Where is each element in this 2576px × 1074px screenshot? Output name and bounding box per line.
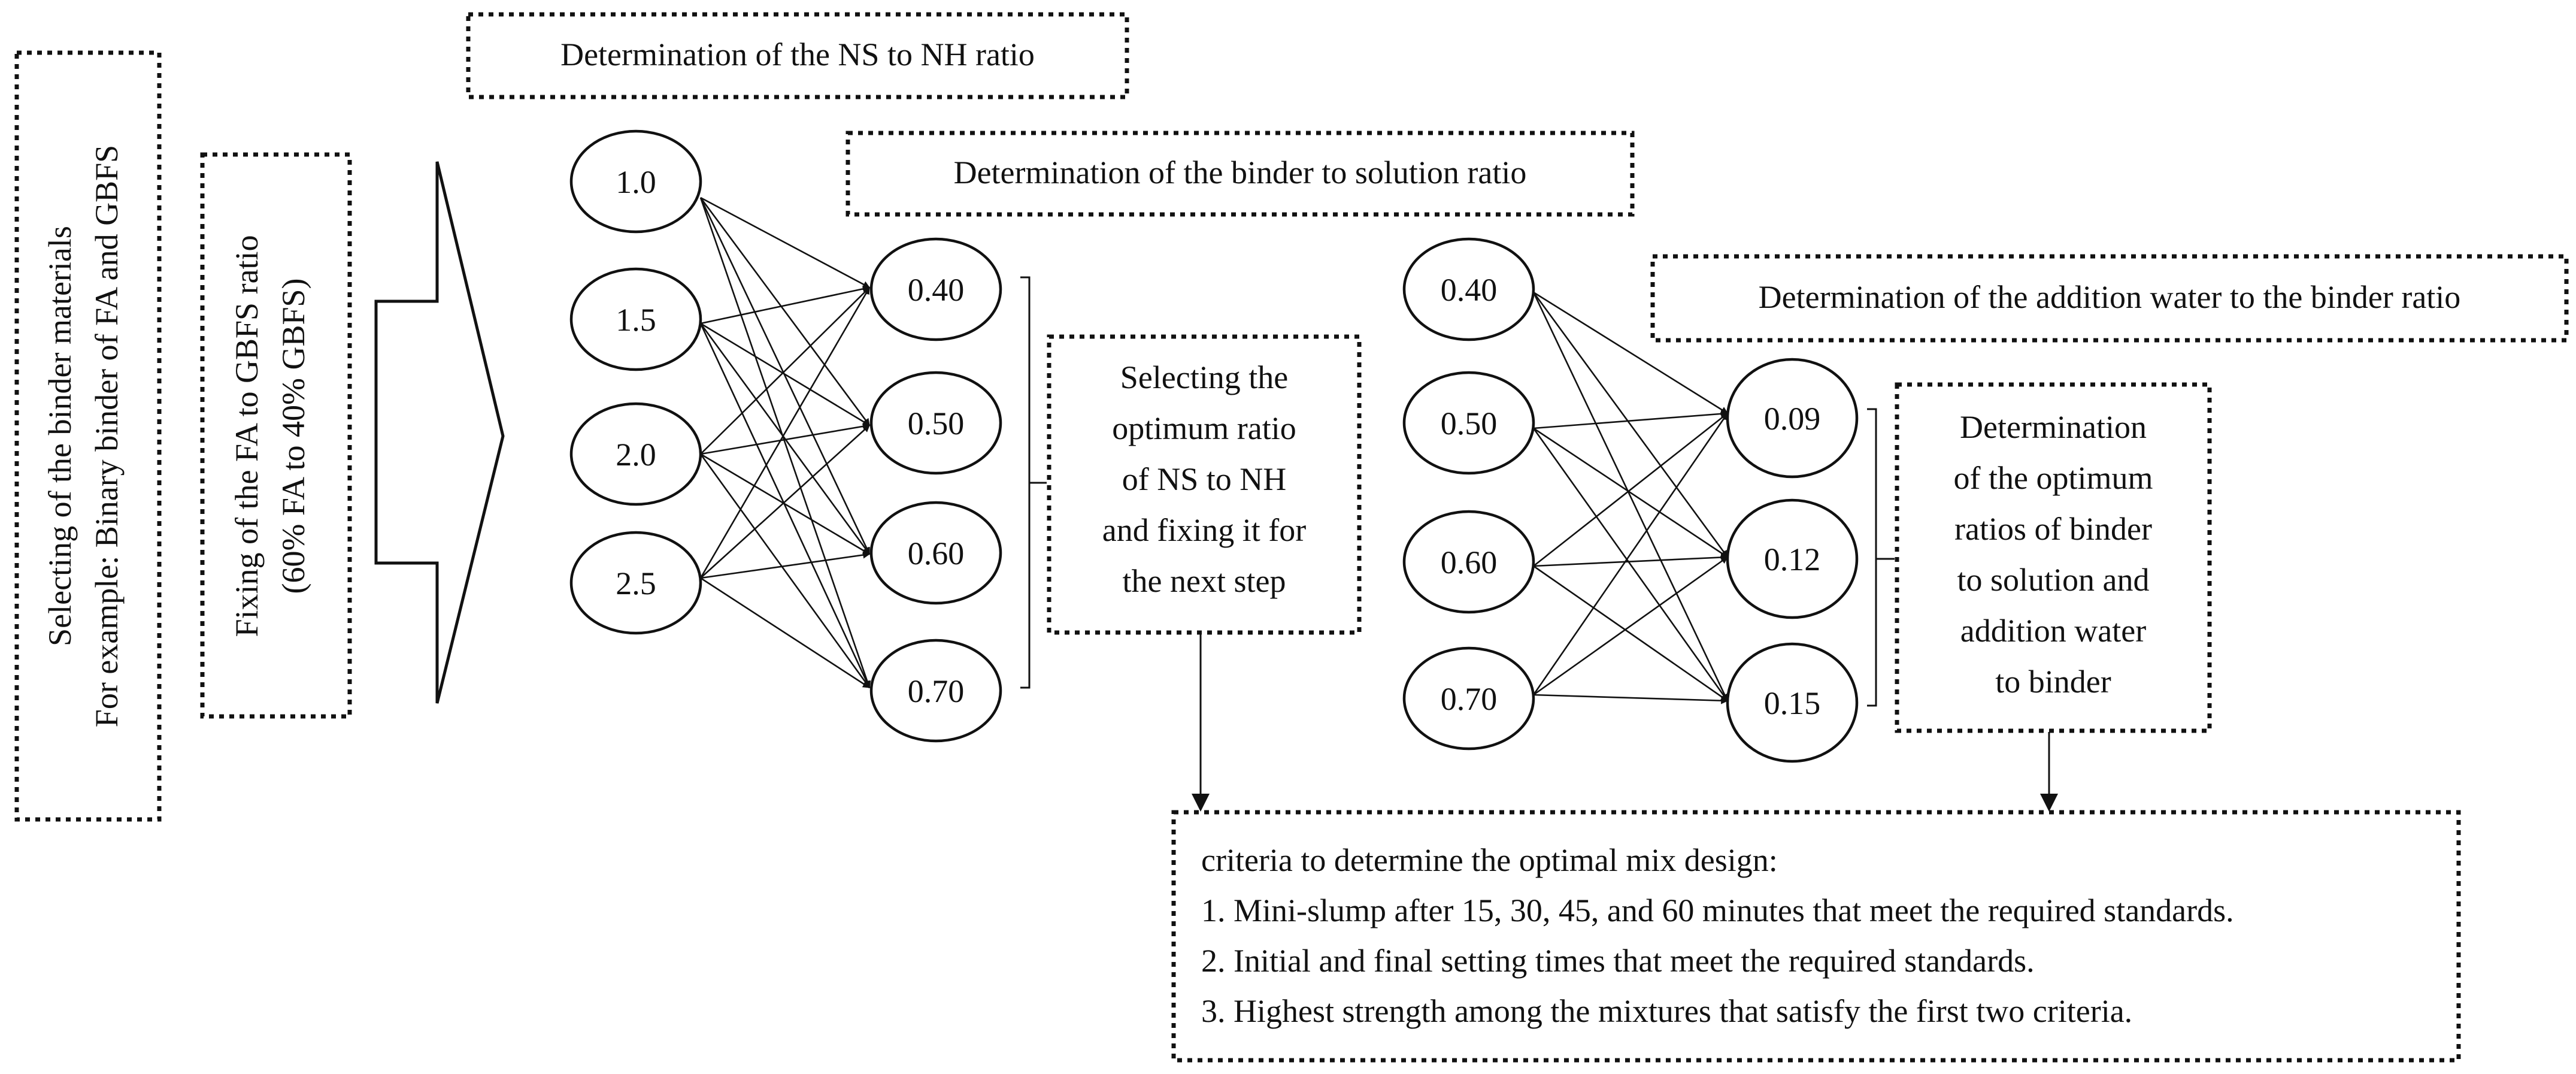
node-label: 0.70 (908, 673, 965, 709)
block-arrow (374, 161, 505, 704)
node-label: 0.60 (1441, 544, 1498, 580)
ns-nh-edge-3-3 (700, 453, 871, 555)
ns-nh-edge-2-4 (699, 323, 871, 689)
criteria-box: criteria to determine the optimal mix de… (1171, 810, 2461, 1063)
fa-gbfs-ratio-line-1: Fixing of the FA to GBFS ratio (229, 235, 265, 637)
binder-solution-b-node-4: 0.70 (1402, 646, 1535, 751)
fa-gbfs-ratio-box: Fixing of the FA to GBFS ratio (60% FA t… (200, 152, 352, 719)
ns-nh-title-box: Determination of the NS to NH ratio (466, 12, 1129, 99)
binder-solution-edge-4-1 (1532, 413, 1729, 695)
node-label: 1.0 (616, 164, 656, 200)
criteria-item-3: 3. Highest strength among the mixtures t… (1201, 993, 2132, 1029)
ns-nh-edge-4-4 (700, 577, 871, 689)
node-label: 0.12 (1764, 541, 1821, 577)
binder-solution-b-node-2: 0.50 (1402, 371, 1535, 475)
ns-nh-edge-2-2 (700, 322, 871, 426)
ns-nh-edge-4-2 (700, 425, 870, 579)
ns-nh-edge-3-4 (699, 453, 871, 688)
binder-solution-edge-1-3 (1532, 292, 1729, 702)
binder-selection-box: Selecting of the binder materials For ex… (14, 50, 162, 822)
determine-optimum-line-6: to binder (1995, 664, 2111, 700)
select-optimum-line-5: the next step (1123, 563, 1286, 599)
node-label: 0.09 (1764, 401, 1821, 437)
determine-optimum-line-2: of the optimum (1954, 460, 2153, 496)
ns-nh-edge-2-3 (699, 323, 871, 555)
bracket-binder-solution-a (1020, 276, 1047, 689)
ns-nh-node-1: 1.0 (569, 129, 702, 234)
ns-nh-edge-1-4 (699, 197, 871, 689)
binder-solution-a-node-1: 0.40 (869, 237, 1002, 341)
ns-nh-edge-4-3 (700, 551, 871, 579)
ns-nh-edge-2-1 (700, 285, 871, 325)
select-optimum-line-3: of NS to NH (1122, 461, 1287, 497)
binder-solution-edge-2-1 (1533, 410, 1729, 429)
select-optimum-line-2: optimum ratio (1112, 410, 1296, 446)
node-label: 1.5 (616, 302, 656, 338)
ns-nh-edge-4-1 (699, 286, 871, 579)
select-optimum-line-4: and fixing it for (1102, 512, 1306, 548)
binder-solution-b-node-3: 0.60 (1402, 510, 1535, 614)
node-label: 0.40 (908, 272, 965, 308)
bracket-water-binder (1867, 408, 1895, 707)
water-binder-title: Determination of the addition water to t… (1759, 279, 2461, 315)
node-label: 0.60 (908, 536, 965, 571)
ns-nh-edge-3-1 (700, 287, 870, 455)
node-label: 0.50 (908, 406, 965, 441)
select-optimum-line-1: Selecting the (1120, 359, 1288, 395)
binder-solution-a-node-4: 0.70 (869, 639, 1002, 743)
binder-solution-title: Determination of the binder to solution … (954, 155, 1527, 190)
binder-solution-title-box: Determination of the binder to solution … (845, 131, 1635, 217)
ns-nh-edge-1-3 (699, 197, 871, 555)
node-label: 0.50 (1441, 406, 1498, 441)
fa-gbfs-ratio-line-2: (60% FA to 40% GBFS) (275, 278, 311, 594)
binder-solution-edge-2-2 (1533, 427, 1728, 558)
node-label: 0.40 (1441, 272, 1498, 308)
criteria-heading: criteria to determine the optimal mix de… (1201, 842, 1778, 878)
binder-solution-edge-3-1 (1533, 412, 1728, 567)
binder-solution-edge-3-3 (1533, 565, 1728, 702)
water-binder-node-2: 0.12 (1726, 498, 1859, 619)
ns-nh-edge-1-1 (700, 196, 871, 289)
ns-nh-title: Determination of the NS to NH ratio (560, 37, 1035, 72)
binder-selection-line-2: For example: Binary binder of FA and GBF… (89, 145, 125, 727)
water-binder-node-1: 0.09 (1726, 358, 1859, 479)
binder-solution-edge-1-2 (1532, 292, 1729, 558)
binder-solution-edge-4-2 (1533, 556, 1728, 696)
binder-solution-edge-3-2 (1533, 553, 1729, 567)
binder-solution-to-water-binder-edges (1532, 291, 1729, 704)
water-binder-title-box: Determination of the addition water to t… (1650, 254, 2569, 343)
node-label: 0.15 (1764, 685, 1821, 721)
node-label: 0.70 (1441, 681, 1498, 717)
ns-nh-edge-1-2 (699, 197, 871, 426)
determine-optimum-line-5: addition water (1960, 613, 2146, 649)
binder-selection-line-1: Selecting of the binder materials (42, 226, 78, 646)
determine-optimum-line-4: to solution and (1957, 562, 2150, 598)
binder-solution-edge-2-3 (1532, 428, 1729, 701)
ns-nh-to-binder-solution-edges (699, 196, 871, 689)
water-binder-node-3: 0.15 (1726, 642, 1859, 763)
determine-optimum-line-3: ratios of binder (1954, 511, 2152, 547)
criteria-item-1: 1. Mini-slump after 15, 30, 45, and 60 m… (1201, 893, 2234, 928)
determine-optimum-line-1: Determination (1960, 409, 2147, 445)
node-label: 2.5 (616, 565, 656, 601)
select-optimum-box: Selecting the optimum ratio of NS to NH … (1047, 334, 1362, 635)
ns-nh-node-2: 1.5 (569, 267, 702, 371)
determine-optimum-box: Determination of the optimum ratios of b… (1895, 382, 2212, 733)
binder-solution-a-node-2: 0.50 (869, 371, 1002, 475)
node-label: 2.0 (616, 437, 656, 473)
ns-nh-node-3: 2.0 (569, 402, 702, 506)
binder-solution-edge-4-3 (1533, 694, 1729, 704)
binder-solution-edge-1-1 (1533, 291, 1729, 415)
ns-nh-node-4: 2.5 (569, 531, 702, 635)
binder-solution-b-node-1: 0.40 (1402, 237, 1535, 341)
binder-solution-a-node-3: 0.60 (869, 501, 1002, 605)
criteria-item-2: 2. Initial and final setting times that … (1201, 943, 2035, 979)
ns-nh-edge-3-2 (700, 422, 871, 455)
